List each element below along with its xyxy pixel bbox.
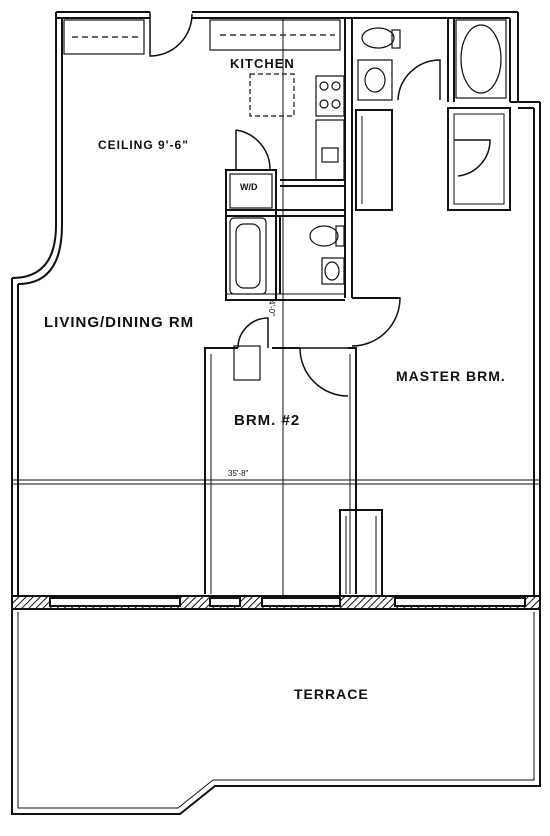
master-bedroom-label: MASTER BRM. xyxy=(396,368,506,384)
reference-lines xyxy=(12,18,540,596)
washer-dryer-label: W/D xyxy=(240,182,258,192)
exterior-walls xyxy=(11,11,541,598)
terrace-outline xyxy=(11,595,541,815)
bedroom-2-label: BRM. #2 xyxy=(234,412,301,429)
living-dining-label: LIVING/DINING RM xyxy=(44,314,195,331)
fixtures xyxy=(63,19,507,381)
interior-walls xyxy=(204,18,511,597)
doors xyxy=(149,12,491,397)
kitchen-label: KITCHEN xyxy=(230,56,295,71)
overall-width-dimension: 35'-8" xyxy=(228,469,249,478)
ceiling-height-label: CEILING 9'-6" xyxy=(98,138,189,152)
hall-width-dimension: 4'-0" xyxy=(267,300,276,316)
terrace-label: TERRACE xyxy=(294,686,369,702)
